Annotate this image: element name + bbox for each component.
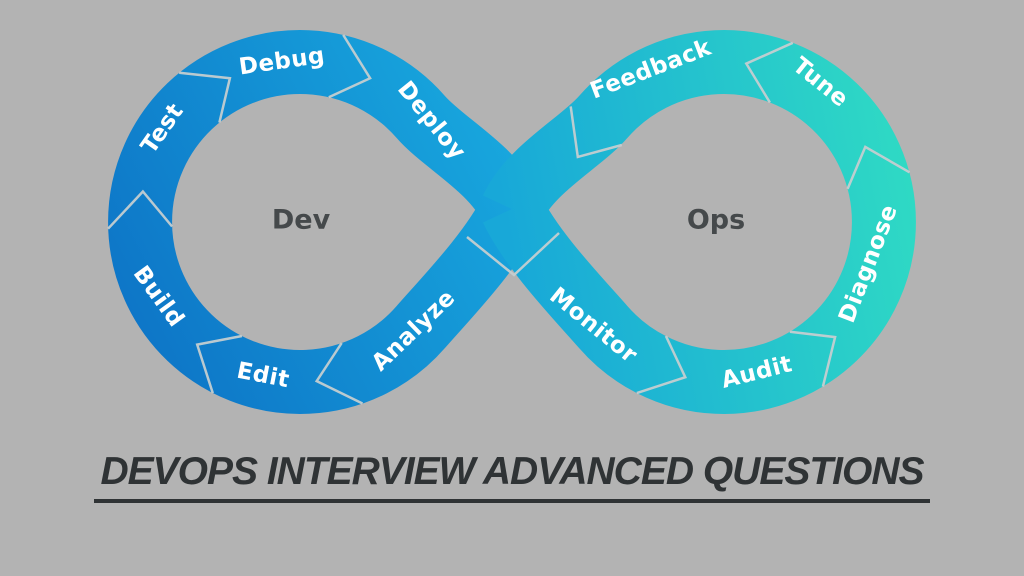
chevron-tune-to-feedback-icon [744,41,794,104]
chevron-diagnose-to-tune-icon [846,145,911,190]
chevron-center-to-monitor-icon [466,232,560,277]
chevron-feedback-to-center-icon [569,106,623,159]
page-title: DEVOPS INTERVIEW ADVANCED QUESTIONS [94,450,930,503]
chevron-audit-to-diagnose-icon [789,330,837,387]
title-row: DEVOPS INTERVIEW ADVANCED QUESTIONS [0,450,1024,503]
ops-loop-ribbon [482,30,916,414]
chevron-analyze-to-edit-icon [314,342,364,405]
dev-loop-ribbon [108,30,542,414]
chevron-build-to-test-icon [107,189,174,230]
chevron-monitor-to-audit-icon [636,335,688,395]
chevron-debug-to-deploy-icon [328,34,372,99]
ops-center-label: Ops [687,205,745,236]
chevron-edit-to-build-icon [195,334,243,394]
dev-center-label: Dev [272,205,331,236]
chevron-test-to-debug-icon [179,71,232,123]
